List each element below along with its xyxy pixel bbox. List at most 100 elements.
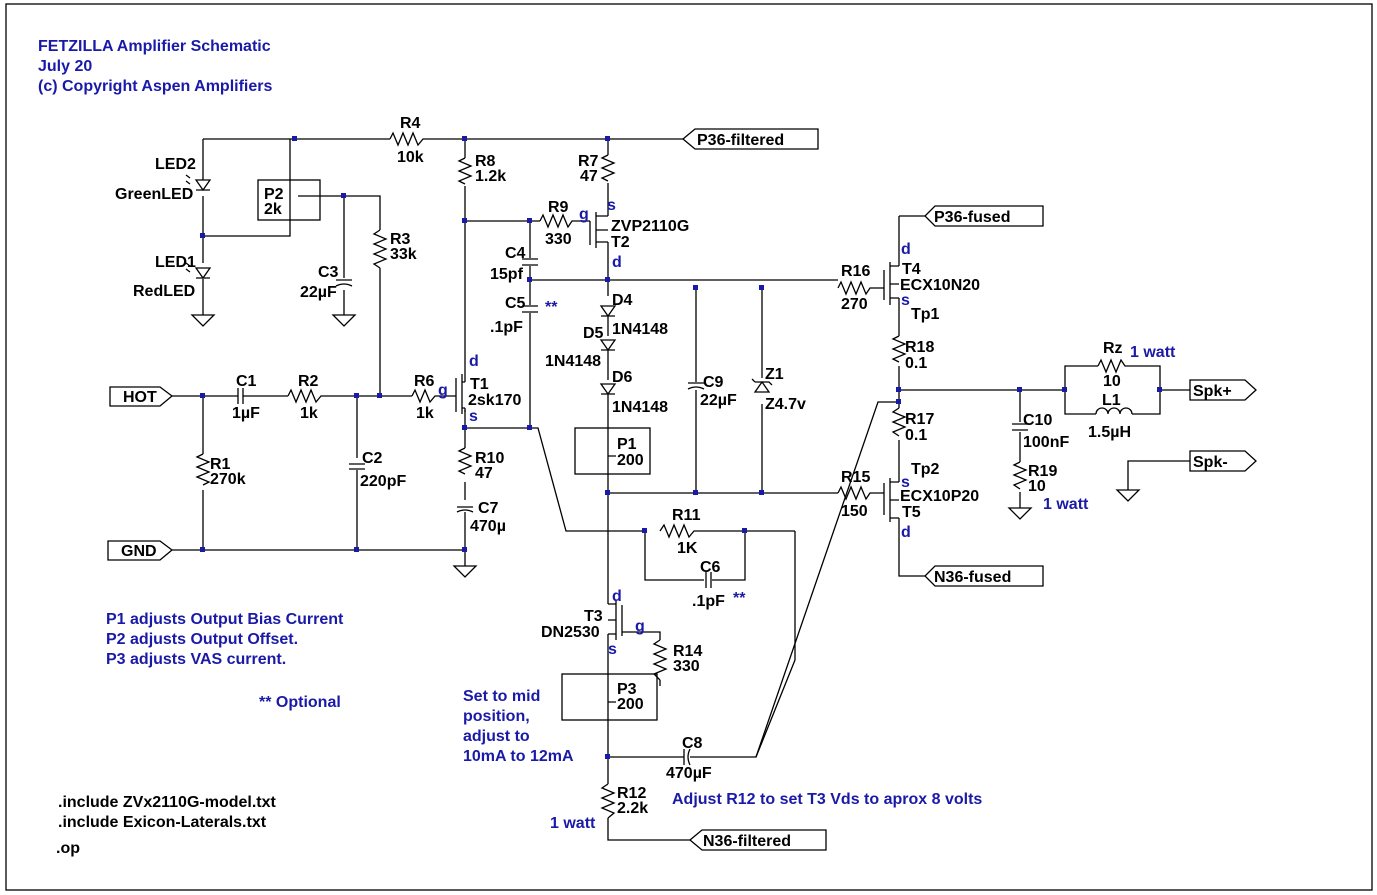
t5-symbol bbox=[883, 470, 900, 530]
ground-input bbox=[452, 565, 478, 578]
t3-symbol bbox=[607, 590, 623, 640]
r17-symbol bbox=[891, 407, 907, 437]
c6-symbol bbox=[705, 572, 712, 588]
r18-symbol bbox=[891, 335, 907, 363]
t5-pin-d: d bbox=[901, 524, 911, 541]
z1-symbol bbox=[751, 378, 773, 393]
r2-ref: R2 bbox=[298, 373, 319, 390]
r16-value: 270 bbox=[841, 296, 868, 313]
t4-pin-d: d bbox=[901, 241, 911, 258]
note-p3-set-line4: 10mA to 12mA bbox=[463, 748, 574, 765]
port-gnd bbox=[107, 540, 174, 561]
r10-ref: R10 bbox=[475, 450, 504, 467]
r9-symbol bbox=[539, 213, 576, 229]
c3-value: 22µF bbox=[300, 284, 337, 301]
r6-ref: R6 bbox=[414, 373, 435, 390]
tp1-label: Tp1 bbox=[911, 306, 940, 323]
note-r12-adjust: Adjust R12 to set T3 Vds to aprox 8 volt… bbox=[672, 791, 982, 808]
port-label-n36-fused: N36-fused bbox=[934, 569, 1011, 586]
r19-symbol bbox=[1012, 461, 1028, 490]
r1-value: 270k bbox=[210, 471, 246, 488]
port-label-p36-filtered: P36-filtered bbox=[697, 132, 784, 149]
c1-symbol bbox=[237, 388, 252, 404]
r2-value: 1k bbox=[300, 405, 318, 422]
p2-ref: P2 bbox=[264, 186, 284, 203]
led2-ref: LED2 bbox=[155, 156, 196, 173]
r2-symbol bbox=[287, 388, 326, 404]
z1-ref: Z1 bbox=[765, 366, 784, 383]
schematic-title: FETZILLA Amplifier Schematic bbox=[38, 38, 271, 55]
c8-ref: C8 bbox=[682, 735, 703, 752]
rz-note: 1 watt bbox=[1130, 344, 1176, 361]
p3-symbol bbox=[561, 673, 658, 721]
p2-value: 2k bbox=[264, 201, 282, 218]
t3-pin-g: g bbox=[635, 618, 645, 635]
t2-pin-d: d bbox=[612, 254, 622, 271]
p2-symbol bbox=[257, 179, 321, 221]
p3-value: 200 bbox=[617, 696, 644, 713]
p1-ref: P1 bbox=[617, 436, 637, 453]
t1-ref: T1 bbox=[470, 376, 489, 393]
c6-ref: C6 bbox=[700, 559, 721, 576]
c2-symbol bbox=[349, 463, 365, 470]
t2-pin-s: s bbox=[607, 197, 616, 214]
r15-symbol bbox=[837, 485, 874, 501]
c8-symbol bbox=[683, 748, 691, 766]
r11-ref: R11 bbox=[672, 507, 701, 524]
directive-include-zvx: .include ZVx2110G-model.txt bbox=[58, 794, 277, 811]
r15-ref: R15 bbox=[841, 469, 870, 486]
r11-value: 1K bbox=[677, 540, 698, 557]
c7-value: 470µ bbox=[470, 518, 506, 535]
t4-pin-s: s bbox=[901, 292, 910, 309]
d5-symbol bbox=[599, 339, 617, 352]
r12-ref: R12 bbox=[617, 785, 646, 802]
r14-ref: R14 bbox=[673, 643, 702, 660]
r16-ref: R16 bbox=[841, 263, 870, 280]
d5-ref: D5 bbox=[583, 325, 604, 342]
port-p36-fused bbox=[924, 205, 1044, 227]
p3-ref: P3 bbox=[617, 681, 637, 698]
c5-symbol bbox=[522, 305, 538, 313]
r7-symbol bbox=[600, 154, 616, 182]
t1-pin-d: d bbox=[469, 353, 479, 370]
c7-ref: C7 bbox=[478, 500, 499, 517]
port-spk-plus bbox=[1189, 379, 1257, 401]
note-p3-set-line2: position, bbox=[463, 708, 530, 725]
c4-symbol bbox=[522, 258, 538, 266]
l1-ref: L1 bbox=[1102, 392, 1121, 409]
t4-ref: T4 bbox=[902, 261, 921, 278]
d4-value: 1N4148 bbox=[612, 321, 668, 338]
c9-ref: C9 bbox=[703, 374, 724, 391]
tp2-label: Tp2 bbox=[911, 461, 940, 478]
junctions bbox=[200, 136, 1162, 759]
p1-value: 200 bbox=[617, 452, 644, 469]
t1-value: 2sk170 bbox=[468, 392, 521, 409]
r7-ref: R7 bbox=[578, 153, 599, 170]
t3-value: DN2530 bbox=[541, 624, 600, 641]
r19-value: 10 bbox=[1028, 478, 1046, 495]
r8-ref: R8 bbox=[475, 153, 496, 170]
c6-optional-mark: ** bbox=[733, 590, 746, 607]
d4-ref: D4 bbox=[612, 292, 633, 309]
t2-ref: T2 bbox=[611, 234, 630, 251]
note-p2: P2 adjusts Output Offset. bbox=[106, 631, 298, 648]
r17-value: 0.1 bbox=[905, 427, 927, 444]
directive-include-exicon: .include Exicon-Laterals.txt bbox=[58, 814, 267, 831]
r14-symbol bbox=[652, 639, 668, 681]
z1-value: Z4.7v bbox=[765, 396, 806, 413]
t3-pin-s: s bbox=[608, 641, 617, 658]
schematic-date: July 20 bbox=[38, 58, 92, 75]
r14-value: 330 bbox=[673, 658, 700, 675]
r1-symbol bbox=[195, 453, 211, 486]
r3-value: 33k bbox=[390, 246, 417, 263]
r19-note: 1 watt bbox=[1043, 496, 1089, 513]
port-label-gnd: GND bbox=[121, 543, 157, 560]
d6-value: 1N4148 bbox=[612, 399, 668, 416]
c10-value: 100nF bbox=[1023, 434, 1069, 451]
r8-value: 1.2k bbox=[475, 168, 506, 185]
r12-value: 2.2k bbox=[617, 800, 648, 817]
r9-value: 330 bbox=[545, 231, 572, 248]
note-p3-set-line1: Set to mid bbox=[463, 688, 540, 705]
rz-symbol bbox=[1097, 358, 1126, 374]
